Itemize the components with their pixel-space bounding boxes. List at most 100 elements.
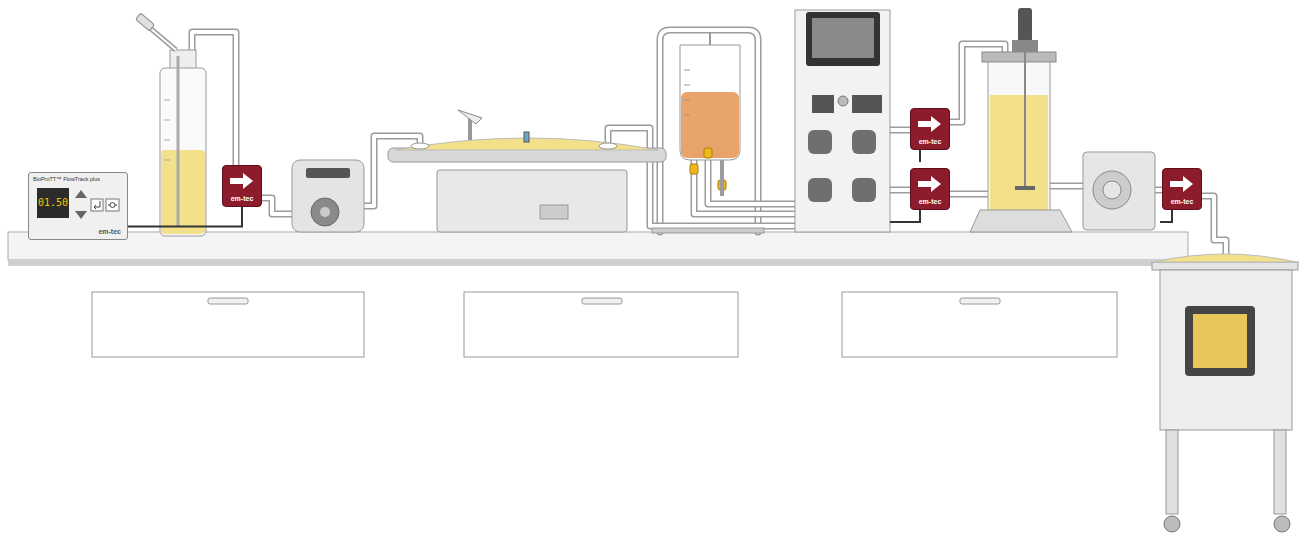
control-unit [852, 130, 876, 154]
media-bottle [161, 150, 205, 234]
device-label: em-tec [911, 198, 949, 205]
collection-cart [1274, 430, 1286, 514]
tubing [1050, 184, 1085, 188]
media-bag-stand [684, 115, 690, 116]
control-button [75, 190, 87, 198]
tubing [708, 160, 800, 204]
control-unit [1160, 210, 1172, 222]
bioreactor [1015, 186, 1035, 190]
button-panel [73, 187, 123, 223]
device-label: em-tec [223, 195, 261, 202]
control-unit [919, 150, 921, 162]
rocking-shaker [458, 110, 482, 124]
collection-cart [1160, 270, 1292, 430]
flow-arrow [918, 176, 941, 192]
lab-bench [8, 260, 1152, 266]
media-bag-stand [690, 164, 698, 174]
device-label: em-tec [98, 228, 121, 235]
media-bag-stand [704, 148, 712, 158]
collection-cart [1185, 306, 1255, 376]
media-bottle [164, 140, 170, 141]
media-bottle [164, 160, 170, 161]
media-bottle [160, 68, 206, 236]
rocking-shaker [599, 143, 617, 149]
media-bag-stand [720, 160, 724, 196]
lab-bench [92, 292, 364, 357]
collection-cart [1152, 254, 1298, 532]
tubing [948, 191, 988, 198]
rocking-shaker [411, 143, 429, 149]
peristaltic-pump [292, 160, 364, 232]
bioreactor [970, 210, 1072, 232]
sensor-cable [128, 207, 242, 226]
tubing [192, 30, 1226, 256]
flow-readout: 01.50 [37, 188, 69, 218]
filter-housing [1093, 171, 1131, 209]
control-unit [808, 130, 832, 154]
device-label: em-tec [1163, 198, 1201, 205]
rocking-shaker [468, 118, 472, 140]
collection-cart [1152, 262, 1298, 270]
bioreactor [1024, 52, 1026, 190]
flow-arrow [918, 116, 941, 132]
control-unit [795, 10, 890, 232]
collection-cart [1164, 516, 1180, 532]
rocking-shaker [540, 205, 568, 219]
media-bag-stand [681, 92, 739, 158]
rocking-shaker [388, 110, 666, 232]
media-bottle [164, 120, 170, 121]
flow-arrow-icon [911, 173, 947, 195]
tubing [1198, 196, 1226, 256]
collection-cart [1274, 516, 1290, 532]
tubing [694, 160, 800, 214]
flow-sensor: em-tec [910, 168, 950, 210]
bioreactor [970, 8, 1072, 232]
peristaltic-pump [311, 198, 339, 226]
media-bag-stand [652, 228, 764, 233]
flow-arrow-icon [911, 113, 947, 135]
control-button [91, 199, 103, 211]
peristaltic-pump [292, 160, 364, 232]
filter-housing [1083, 152, 1155, 230]
control-button [75, 211, 87, 219]
flow-sensor: em-tec [910, 108, 950, 150]
tubing [1050, 183, 1085, 190]
media-bag-stand [684, 70, 690, 71]
device-label: em-tec [911, 138, 949, 145]
control-unit [808, 178, 832, 202]
bioreactor [1012, 40, 1038, 52]
collection-cart [1166, 430, 1178, 514]
rocking-shaker [437, 170, 627, 232]
tubing [948, 192, 988, 196]
media-bag-stand [709, 32, 711, 46]
bioreactor [982, 52, 1056, 62]
lab-bench [208, 298, 248, 304]
control-button [106, 199, 119, 211]
media-bag-stand [652, 32, 764, 233]
control-unit [890, 210, 920, 222]
flow-arrow-icon [1163, 173, 1199, 195]
tubing [1198, 196, 1226, 256]
flow-meter-unit: BioProTT™ FlowTrack plus 01.50 em-tec [28, 172, 128, 240]
lab-bench [842, 292, 1117, 357]
media-bottle [177, 56, 180, 226]
peristaltic-pump [306, 168, 350, 178]
collection-cart [1154, 254, 1296, 262]
control-unit [812, 18, 874, 58]
media-bottle [170, 50, 196, 70]
control-unit [812, 95, 834, 113]
peristaltic-pump [320, 207, 330, 217]
flow-arrow-icon [223, 170, 259, 192]
media-bottle [136, 13, 155, 31]
rocking-shaker [524, 132, 529, 142]
device-label: BioProTT™ FlowTrack plus [33, 176, 100, 182]
bioreactor [1018, 8, 1032, 42]
filter-housing [1103, 181, 1121, 199]
flow-arrow [230, 173, 253, 189]
lab-bench [464, 292, 738, 357]
bioreactor [988, 62, 1050, 212]
media-bag-stand [684, 85, 690, 86]
